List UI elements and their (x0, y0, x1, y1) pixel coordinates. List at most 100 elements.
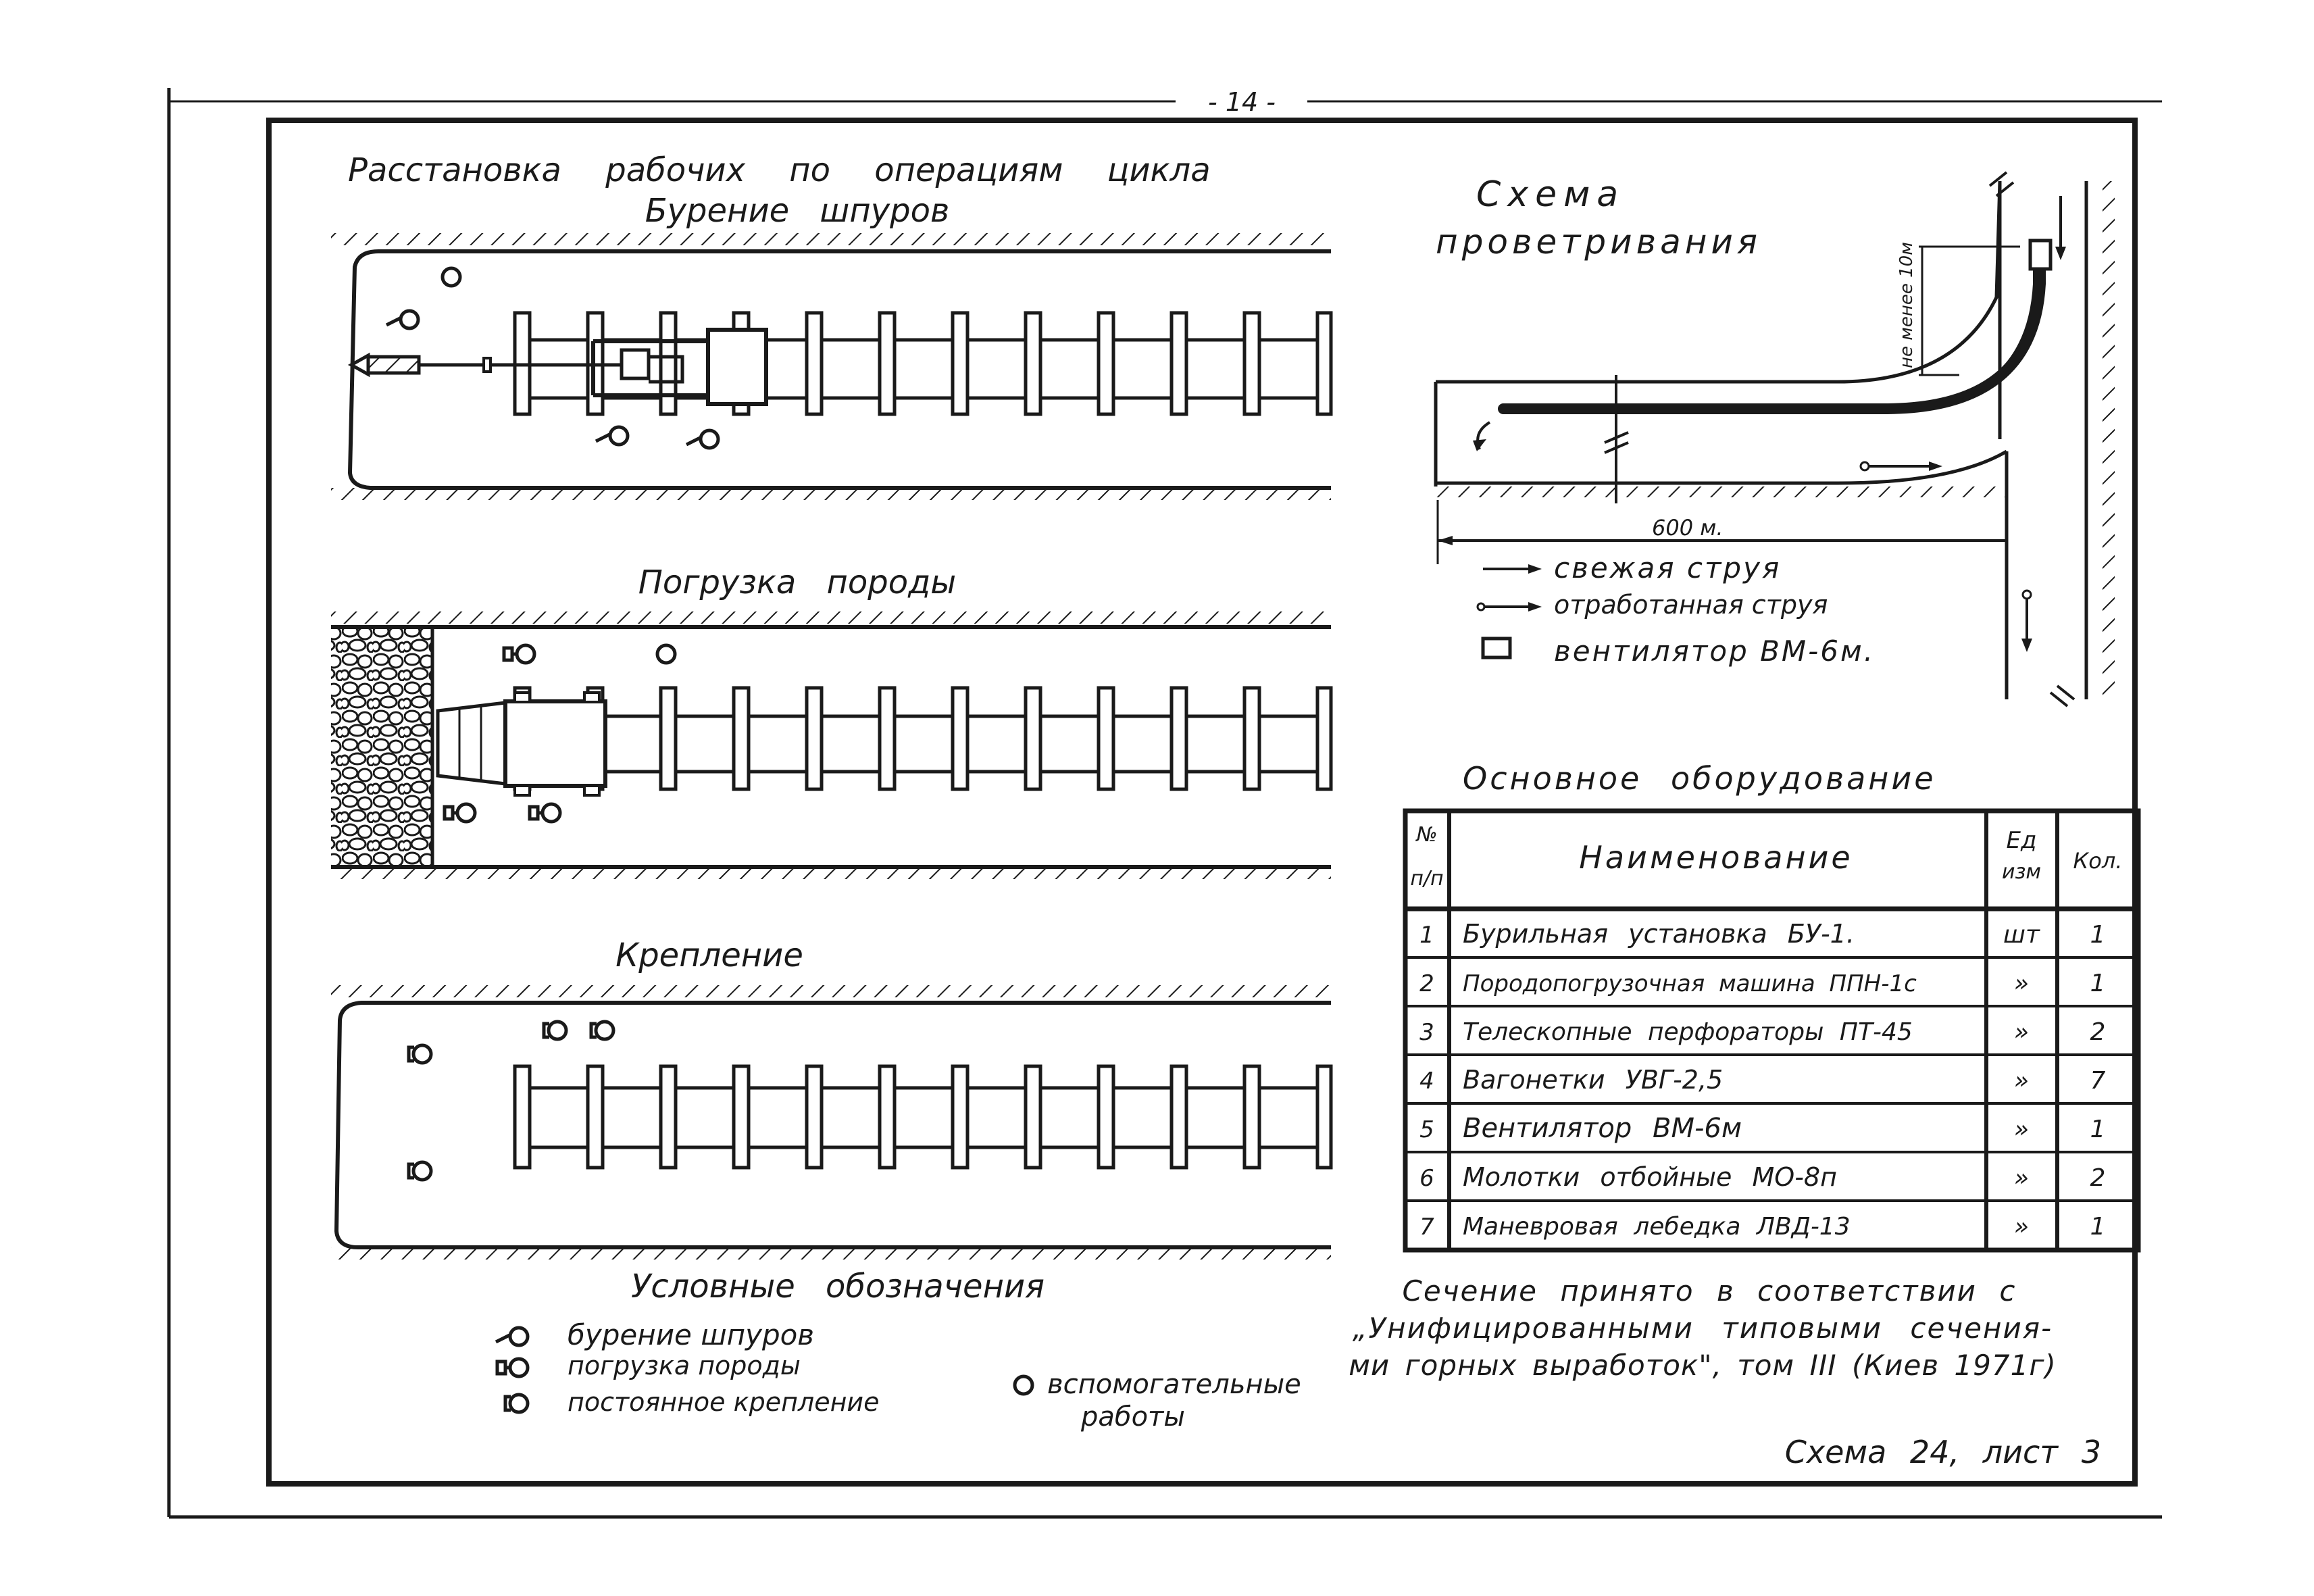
sheet-label: Схема 24, лист 3 (1785, 1434, 2101, 1470)
ventilation-title-1: Схема (1476, 174, 1625, 215)
table-row: 2 Породопогрузочная машина ППН-1с » 1 (1419, 970, 2105, 997)
support-section: Крепление (331, 937, 1333, 1260)
table-row: 1 Бурильная установка БУ-1. шт 1 (1419, 919, 2105, 949)
drift-floor-hatch (331, 1247, 1331, 1260)
min-distance-label: не менее 10м (1896, 242, 1917, 368)
arrow-head (2021, 639, 2032, 652)
drift-floor-hatch (1436, 487, 2007, 497)
break-mark (1604, 431, 1629, 454)
equipment-title: Основное оборудование (1463, 760, 1936, 797)
table-row: 7 Маневровая лебедка ЛВД-13 » 1 (1419, 1213, 2105, 1241)
rail-ties (513, 686, 1333, 791)
row-unit: » (2014, 1067, 2029, 1095)
row-name: Молотки отбойные МО-8п (1463, 1162, 1837, 1192)
row-num: 5 (1419, 1116, 1434, 1143)
drill-rig-bu1 (347, 328, 768, 406)
loading-section: Погрузка породы (331, 564, 1333, 879)
row-name: Маневровая лебедка ЛВД-13 (1463, 1213, 1851, 1241)
legend-label-support: постоянное крепление (568, 1387, 880, 1417)
row-unit: шт (2003, 921, 2040, 949)
row-qty: 1 (2090, 1213, 2106, 1241)
drift-wall-bottom (1436, 449, 2008, 485)
row-unit: » (2014, 1164, 2029, 1192)
note-line-3: ми горных выработок", том III (Киев 1971… (1349, 1349, 2057, 1382)
row-name: Породопогрузочная машина ППН-1с (1463, 970, 1917, 997)
drilling-section: Бурение шпуров (331, 192, 1333, 500)
row-name: Телескопные перфораторы ПТ-45 (1463, 1018, 1913, 1046)
exhaust-air-arrow-icon (1476, 602, 1486, 612)
header-unit-1: Ед (2007, 827, 2037, 854)
row-name: Бурильная установка БУ-1. (1463, 919, 1855, 949)
section-note: Сечение принято в соответствии с „Унифиц… (1349, 1274, 2057, 1382)
drift-outline (347, 249, 1331, 490)
loading-machine-ppn1c (436, 691, 607, 797)
inner-frame (266, 118, 2138, 1487)
exhaust-air-arrow (1859, 461, 1870, 472)
rock-pile (331, 627, 432, 867)
row-num: 2 (1419, 970, 1434, 997)
row-unit: » (2014, 1213, 2029, 1241)
ventilation-duct-inner (1508, 257, 2037, 411)
row-num: 7 (1419, 1214, 1434, 1241)
legend-label-auxiliary-2: работы (1080, 1401, 1185, 1432)
header-name: Наименование (1579, 839, 1853, 876)
row-qty: 1 (2090, 921, 2106, 949)
note-line-1: Сечение принято в соответствии с (1403, 1274, 2017, 1307)
legend-label-drilling: бурение шпуров (568, 1318, 814, 1351)
table-row: 3 Телескопные перфораторы ПТ-45 » 2 (1419, 1018, 2105, 1046)
exhaust-air-arrow (2021, 589, 2032, 600)
equipment-table (1403, 808, 2141, 1253)
row-num: 6 (1419, 1165, 1434, 1192)
drift-roof-hatch (331, 233, 1331, 245)
row-qty: 7 (2090, 1067, 2106, 1095)
fan-icon (1481, 637, 1512, 659)
table-row: 6 Молотки отбойные МО-8п » 2 (1419, 1162, 2105, 1192)
arrow-head (1929, 462, 1942, 471)
rail-ties (513, 1064, 1333, 1170)
arrow-head (1438, 536, 1453, 545)
drift-outline (334, 1001, 1331, 1249)
crosscut-wall-hatch (2103, 181, 2115, 699)
row-unit: » (2014, 970, 2029, 997)
header-num-1: № (1415, 823, 1437, 847)
row-qty: 1 (2090, 1116, 2106, 1143)
row-qty: 2 (2090, 1018, 2106, 1046)
arrow-head (2055, 247, 2066, 260)
row-qty: 1 (2090, 970, 2106, 997)
table-row: 5 Вентилятор ВМ-6м » 1 (1419, 1113, 2105, 1144)
drilling-section-title: Бурение шпуров (645, 192, 950, 230)
legend-fan: вентилятор ВМ-6м. (1554, 634, 1875, 668)
row-num: 4 (1419, 1068, 1434, 1095)
drift-wall-top (1436, 180, 2002, 384)
legend-title: Условные обозначения (631, 1268, 1045, 1305)
legend-label-loading: погрузка породы (568, 1351, 801, 1380)
ventilation-title-2: проветривания (1436, 222, 1761, 261)
row-unit: » (2014, 1018, 2029, 1046)
break-mark (2049, 684, 2076, 707)
drift-floor-hatch (331, 867, 1331, 879)
ventilation-scheme: Схема проветривания не менее 10м (1434, 171, 2115, 707)
table-row: 4 Вагонетки УВГ-2,5 » 7 (1419, 1065, 2105, 1095)
row-name: Вагонетки УВГ-2,5 (1463, 1065, 1723, 1095)
legend-label-auxiliary: вспомогательные (1047, 1369, 1301, 1400)
arrow-head (1473, 439, 1486, 451)
header-unit-2: изм (2002, 860, 2041, 884)
row-qty: 2 (2090, 1164, 2106, 1192)
header-num-2: п/п (1410, 867, 1443, 891)
page-number: - 14 - (1208, 87, 1276, 117)
drift-roof-hatch (331, 985, 1331, 997)
equipment-section: Основное оборудование № п/п Наименование… (1403, 760, 2141, 1253)
distance-label: 600 м. (1652, 515, 1724, 541)
header-qty: Кол. (2073, 848, 2123, 874)
row-num: 3 (1419, 1019, 1434, 1046)
note-line-2: „Унифицированными типовыми сечения- (1353, 1312, 2053, 1345)
row-num: 1 (1419, 922, 1434, 949)
fan-bm6 (2028, 239, 2053, 271)
legend-fresh-air: свежая струя (1554, 551, 1781, 584)
crew-layout-title: Расстановка рабочих по операциям цикла (348, 151, 1211, 189)
row-unit: » (2014, 1116, 2029, 1143)
ventilation-duct (1498, 251, 2046, 414)
row-name: Вентилятор ВМ-6м (1463, 1113, 1742, 1144)
loading-section-title: Погрузка породы (638, 564, 956, 601)
